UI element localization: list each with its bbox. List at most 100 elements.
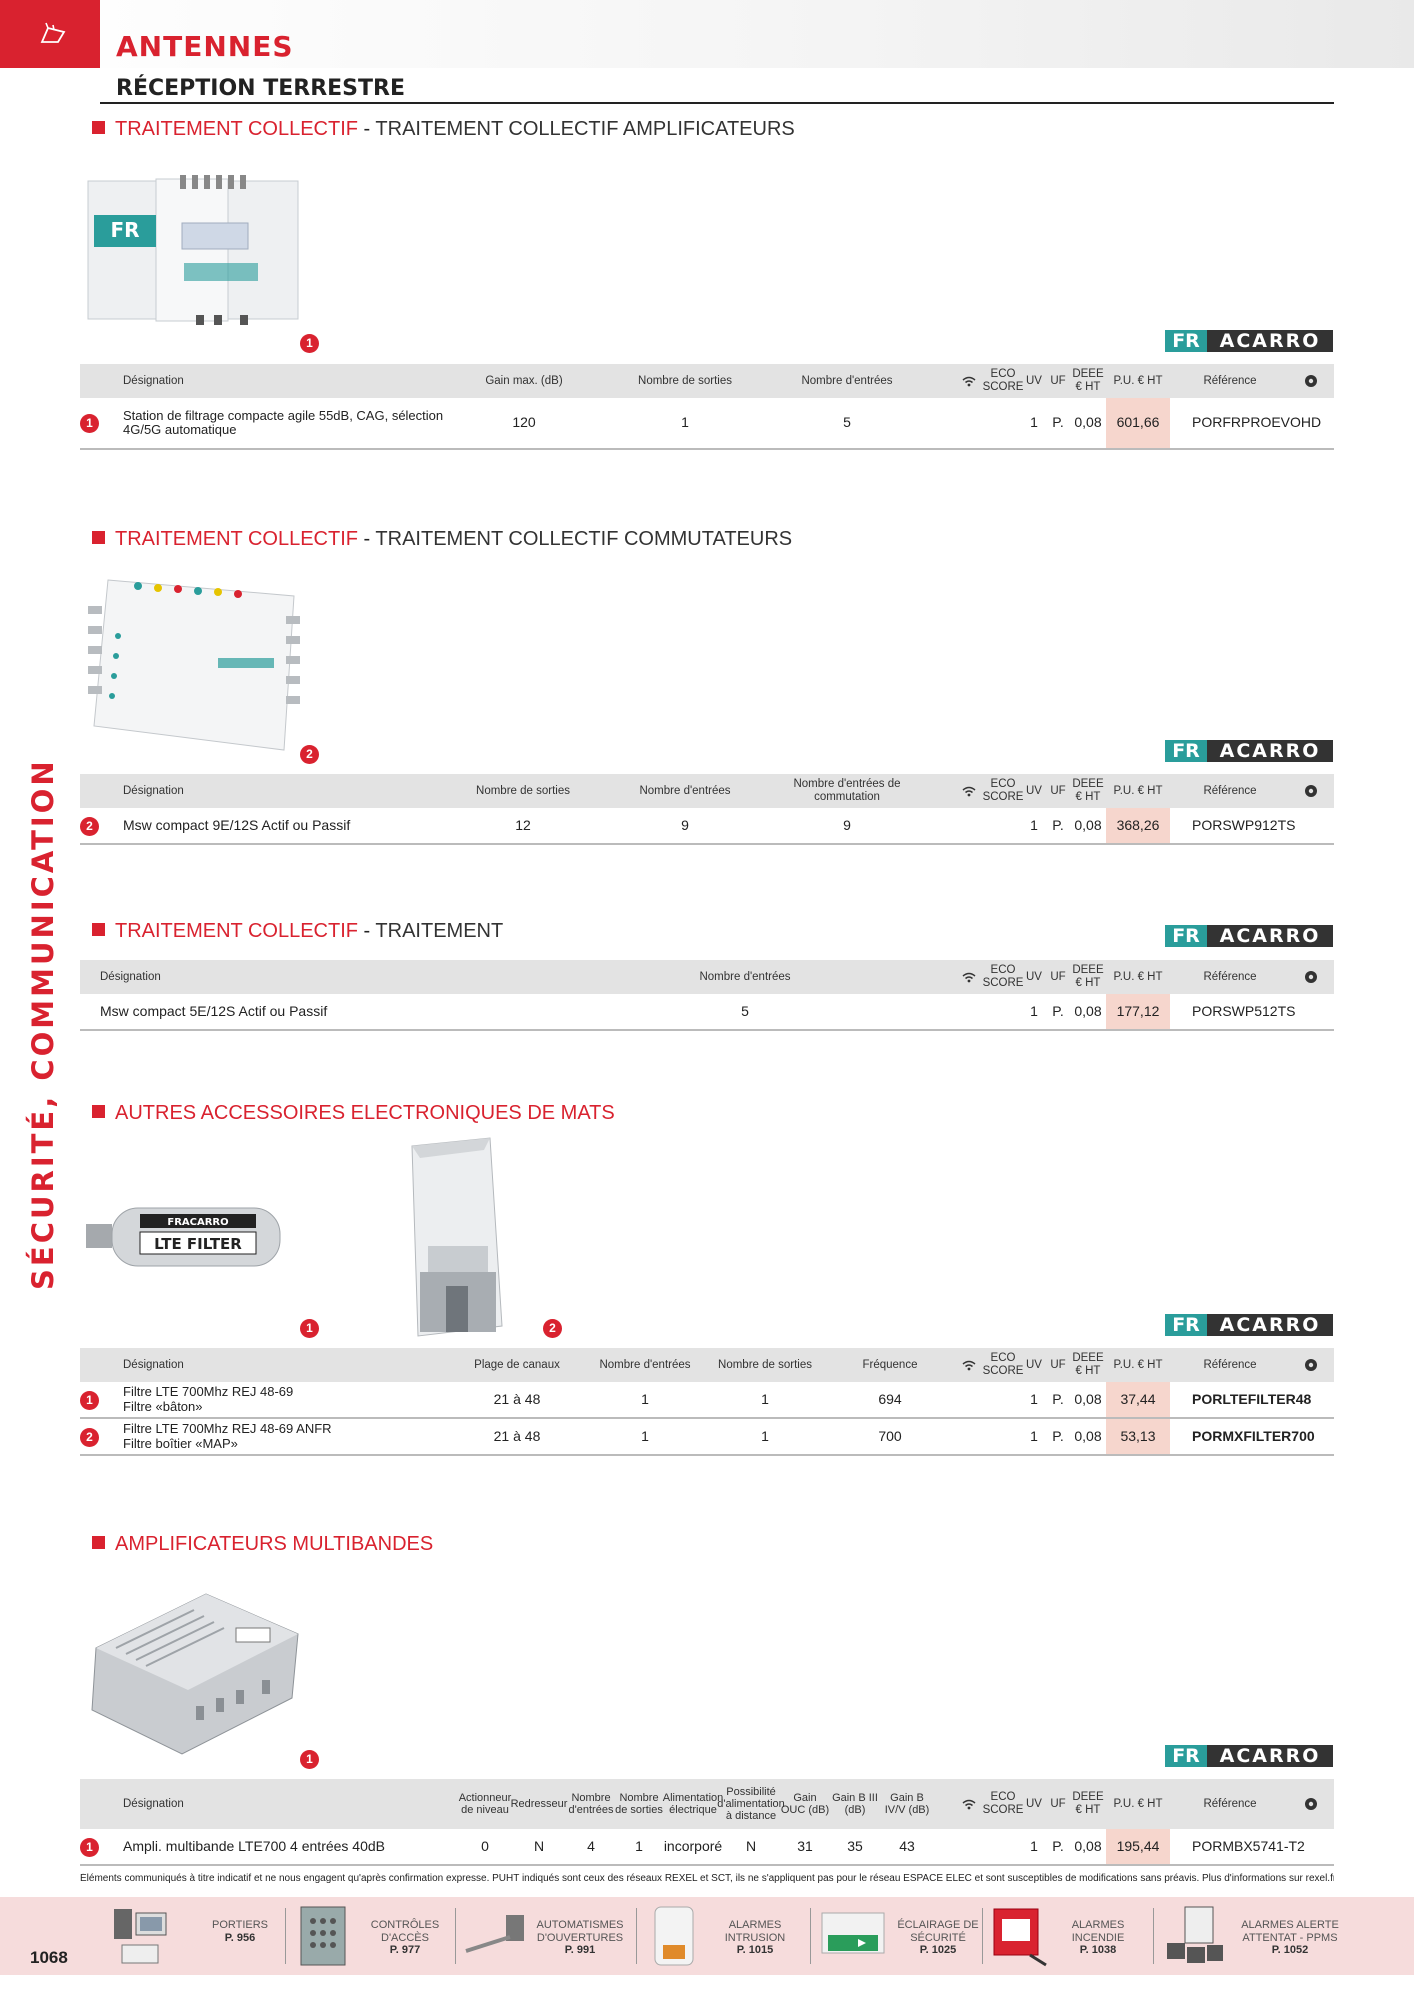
col-header: Actionneur de niveau — [458, 1791, 512, 1816]
col-designation: Désignation — [123, 374, 184, 387]
col-header: Nombre d'entrées de commutation — [793, 778, 901, 803]
col-reference: Référence — [1203, 1797, 1257, 1810]
gear-icon[interactable] — [1296, 364, 1326, 398]
row-value: N — [533, 1837, 545, 1854]
row-price: 195,44 — [1106, 1829, 1170, 1864]
row-badge: 1 — [80, 1391, 99, 1410]
col-price: P.U. € HT — [1113, 784, 1163, 797]
col-uf: UF — [1050, 1797, 1066, 1810]
row-reference[interactable]: PORMXFILTER700 — [1192, 1427, 1315, 1444]
row-value: 1 — [641, 1390, 649, 1407]
table-row: 1 Filtre LTE 700Mhz REJ 48-69 Filtre «bâ… — [80, 1382, 1334, 1419]
multiband-amplifier-image — [91, 1593, 299, 1755]
gear-icon[interactable] — [1296, 1348, 1326, 1382]
col-price: P.U. € HT — [1113, 970, 1163, 983]
gear-icon[interactable] — [1296, 960, 1326, 994]
section-title: TRAITEMENT COLLECTIF - TRAITEMENT COLLEC… — [92, 118, 795, 141]
col-header: Nombre d'entrées — [568, 1791, 614, 1816]
wifi-icon — [955, 774, 983, 808]
row-value: 21 à 48 — [493, 1390, 541, 1407]
row-reference[interactable]: PORMBX5741-T2 — [1192, 1837, 1305, 1854]
table-row: 2 Msw compact 9E/12S Actif ou Passif 12 … — [80, 808, 1334, 845]
table-row: 2 Filtre LTE 700Mhz REJ 48-69 ANFR Filtr… — [80, 1419, 1334, 1456]
col-header: Gain B IV/V (dB) — [884, 1791, 930, 1816]
table-header: Désignation Actionneur de niveau Redress… — [80, 1779, 1334, 1829]
section-title: AUTRES ACCESSOIRES ELECTRONIQUES DE MATS — [92, 1102, 615, 1125]
svg-text:FR: FR — [110, 218, 139, 242]
row-designation: Station de filtrage compacte agile 55dB,… — [123, 407, 444, 437]
footer-link-page: P. 1052 — [1271, 1944, 1309, 1957]
row-reference[interactable]: PORSWP912TS — [1192, 816, 1296, 833]
gear-icon[interactable] — [1296, 1779, 1326, 1829]
filter-product-label: LTE FILTER — [154, 1235, 242, 1253]
col-header: Nombre d'entrées — [801, 374, 893, 387]
header-divider — [100, 102, 1334, 104]
footer-link-label: ALARMES INCENDIE — [1071, 1919, 1125, 1944]
col-reference: Référence — [1203, 374, 1257, 387]
row-uf: P. — [1052, 1390, 1064, 1407]
row-value: 9 — [843, 816, 851, 833]
col-deee: DEEE € HT — [1072, 1791, 1104, 1816]
subcategory-title: RÉCEPTION TERRESTRE — [116, 76, 405, 101]
footer-nav — [0, 1897, 1414, 1975]
footer-divider — [810, 1908, 811, 1964]
disclaimer-note: Éléments communiqués à titre indicatif e… — [80, 1873, 1334, 1884]
col-reference: Référence — [1203, 970, 1257, 983]
col-header: Nombre de sorties — [615, 1791, 663, 1816]
row-reference[interactable]: PORSWP512TS — [1192, 1002, 1296, 1019]
row-value: 120 — [512, 414, 536, 431]
col-uf: UF — [1050, 784, 1066, 797]
col-uv: UV — [1026, 374, 1042, 387]
col-designation: Désignation — [100, 970, 161, 983]
row-deee: 0,08 — [1074, 1390, 1102, 1407]
row-deee: 0,08 — [1074, 1427, 1102, 1444]
footer-link-label: ALARMES ALERTE ATTENTAT - PPMS — [1241, 1919, 1339, 1944]
designation-line: Filtre «bâton» — [123, 1398, 203, 1414]
table-header: Désignation Plage de canaux Nombre d'ent… — [80, 1348, 1334, 1382]
row-deee: 0,08 — [1074, 1002, 1102, 1019]
row-value: 1 — [681, 414, 689, 431]
row-uv: 1 — [1030, 1002, 1038, 1019]
image-badge: 2 — [300, 745, 319, 764]
col-header: Plage de canaux — [474, 1358, 560, 1371]
section-title: AMPLIFICATEURS MULTIBANDES — [92, 1533, 433, 1556]
row-price: 368,26 — [1106, 808, 1170, 843]
category-corner — [0, 0, 100, 68]
row-badge: 1 — [80, 1838, 99, 1857]
col-deee: DEEE € HT — [1072, 778, 1104, 803]
row-value: 43 — [899, 1837, 915, 1854]
col-reference: Référence — [1203, 784, 1257, 797]
row-designation: Msw compact 5E/12S Actif ou Passif — [100, 1002, 328, 1019]
footer-divider — [455, 1908, 456, 1964]
gear-icon[interactable] — [1296, 774, 1326, 808]
row-value: N — [745, 1837, 757, 1854]
col-price: P.U. € HT — [1113, 1797, 1163, 1810]
footer-link-label: CONTRÔLES D'ACCÈS — [370, 1919, 440, 1944]
col-eco-score: ECO SCORE — [982, 964, 1024, 989]
col-price: P.U. € HT — [1113, 1358, 1163, 1371]
table-row: 1 Ampli. multibande LTE700 4 entrées 40d… — [80, 1829, 1334, 1866]
footer-divider — [982, 1908, 983, 1964]
row-badge: 2 — [80, 817, 99, 836]
row-value: 4 — [587, 1837, 595, 1854]
row-uf: P. — [1052, 816, 1064, 833]
footer-divider — [285, 1908, 286, 1964]
footer-link-label: ALARMES INTRUSION — [724, 1919, 786, 1944]
ppms-icon — [1167, 1906, 1223, 1963]
row-reference[interactable]: PORFRPROEVOHD — [1192, 414, 1322, 431]
col-uf: UF — [1050, 970, 1066, 983]
intercom-icon — [114, 1909, 167, 1964]
row-reference[interactable]: PORLTEFILTER48 — [1192, 1390, 1312, 1407]
wifi-icon — [955, 960, 983, 994]
row-price: 177,12 — [1106, 994, 1170, 1029]
footer-link-page: P. 1025 — [919, 1944, 957, 1957]
row-value: 5 — [741, 1002, 749, 1019]
